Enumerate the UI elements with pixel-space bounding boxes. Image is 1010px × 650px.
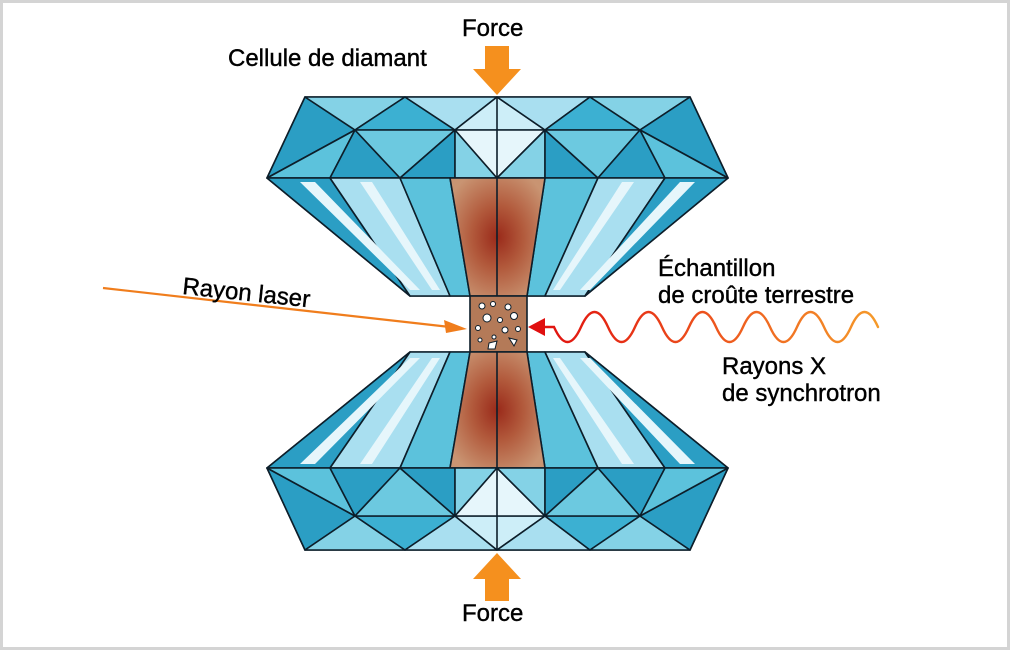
laser-arrow <box>102 286 467 333</box>
diamond-cell-label: Cellule de diamant <box>228 45 427 72</box>
force-top-label: Force <box>462 15 524 42</box>
sample-label-line1: Échantillon <box>658 255 776 282</box>
sample-chamber <box>469 295 528 353</box>
sample-label-line2: de croûte terrestre <box>658 282 855 309</box>
force-bottom-label: Force <box>462 600 524 627</box>
top-diamond-anvil <box>266 96 729 297</box>
sample-grains <box>475 301 521 350</box>
xray-label-line1: Rayons X <box>722 353 827 380</box>
xray-label-line2: de synchrotron <box>722 380 881 407</box>
bottom-diamond-anvil <box>266 351 729 551</box>
xray-wave-arrow <box>528 310 880 344</box>
force-arrow-bottom <box>473 553 521 601</box>
force-arrow-top <box>473 46 521 95</box>
